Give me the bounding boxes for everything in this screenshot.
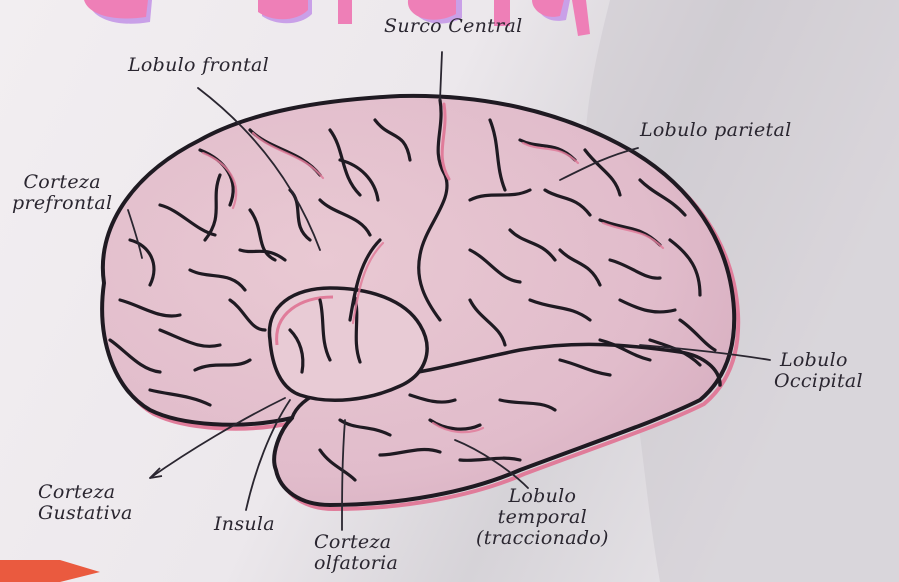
label-lobulo-occipital: Lobulo Occipital bbox=[774, 350, 863, 392]
label-lobulo-temporal-line2: temporal bbox=[476, 507, 609, 528]
label-corteza-olfatoria: Corteza olfatoria bbox=[314, 532, 398, 574]
label-corteza-gustativa: Corteza Gustativa bbox=[38, 482, 133, 524]
label-corteza-gustativa-line1: Corteza bbox=[38, 482, 133, 503]
label-lobulo-occipital-line1: Lobulo bbox=[774, 350, 863, 371]
label-lobulo-temporal-line1: Lobulo bbox=[476, 486, 609, 507]
label-corteza-prefrontal-line1: Corteza bbox=[12, 172, 112, 193]
label-corteza-olfatoria-line2: olfatoria bbox=[314, 553, 398, 574]
label-corteza-gustativa-line2: Gustativa bbox=[38, 503, 133, 524]
label-corteza-prefrontal: Corteza prefrontal bbox=[12, 172, 112, 214]
label-surco-central: Surco Central bbox=[384, 16, 523, 37]
label-insula-text: Insula bbox=[214, 514, 275, 535]
label-lobulo-parietal: Lobulo parietal bbox=[640, 120, 791, 141]
label-lobulo-frontal: Lobulo frontal bbox=[128, 55, 269, 76]
label-corteza-prefrontal-line2: prefrontal bbox=[12, 193, 112, 214]
label-lobulo-frontal-text: Lobulo frontal bbox=[128, 55, 269, 76]
label-lobulo-temporal: Lobulo temporal (traccionado) bbox=[476, 486, 609, 549]
label-lobulo-parietal-text: Lobulo parietal bbox=[640, 120, 791, 141]
label-lobulo-occipital-line2: Occipital bbox=[774, 371, 863, 392]
label-corteza-olfatoria-line1: Corteza bbox=[314, 532, 398, 553]
label-insula: Insula bbox=[214, 514, 275, 535]
label-surco-central-text: Surco Central bbox=[384, 16, 523, 37]
label-lobulo-temporal-line3: (traccionado) bbox=[476, 528, 609, 549]
